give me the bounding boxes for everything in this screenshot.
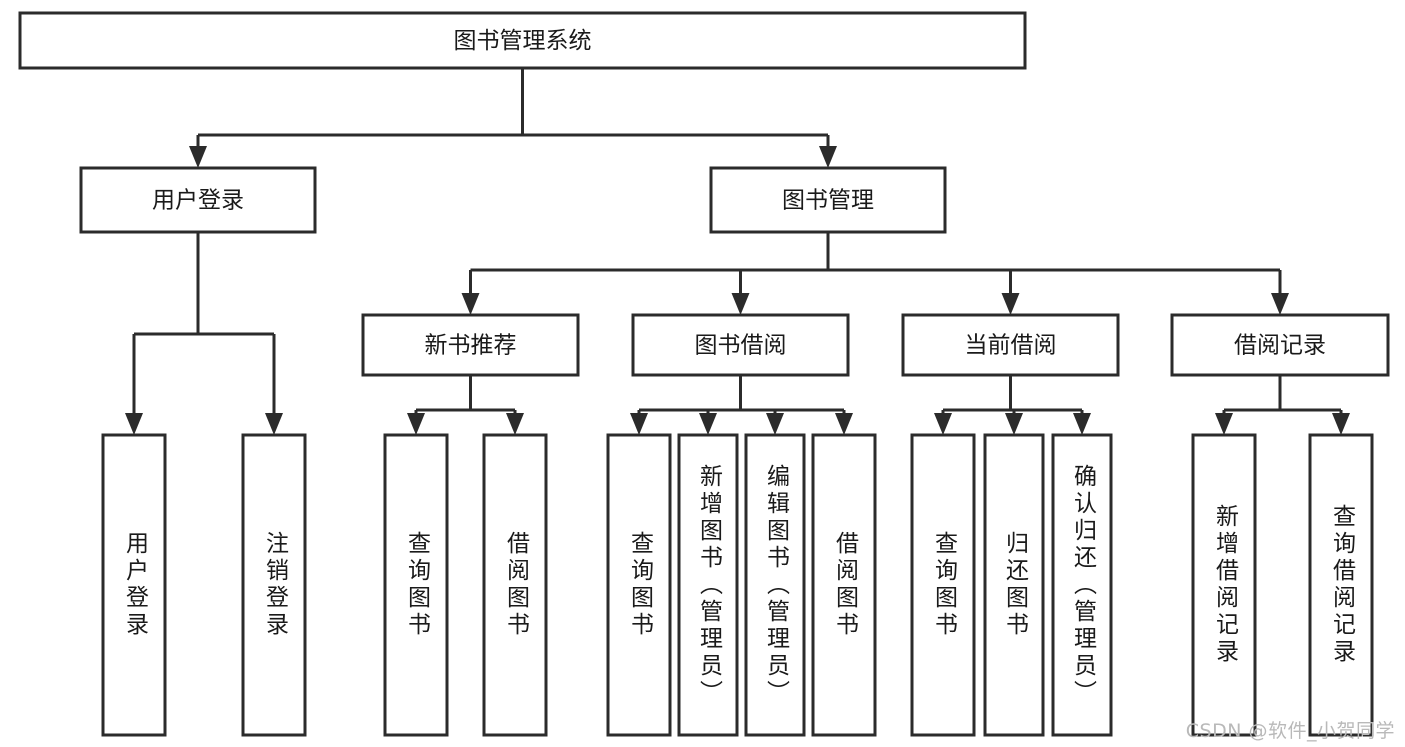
node-label-borrow-record: 借阅记录 [1234, 333, 1326, 359]
node-box-leaf-add-borrow-record [1191, 433, 1257, 737]
arrow-to-leaf-book-borrow-3 [835, 413, 853, 435]
arrow-to-leaf-book-borrow-0 [630, 413, 648, 435]
node-box-leaf-borrow-book-recommend [482, 433, 548, 737]
arrow-to-level3-0 [461, 293, 480, 315]
arrow-to-level2-0 [189, 146, 207, 168]
arrow-to-leaf-user-login-0 [125, 413, 143, 435]
arrow-to-leaf-borrow-record-1 [1332, 413, 1350, 435]
node-box-leaf-query-book-borrow [606, 433, 672, 737]
arrow-to-leaf-user-login-1 [265, 413, 283, 435]
edges-layer [125, 68, 1350, 435]
node-box-user-login [79, 166, 317, 234]
node-box-leaf-query-book-recommend [383, 433, 449, 737]
node-box-leaf-confirm-return [1051, 433, 1113, 737]
node-box-book-borrow [631, 313, 850, 377]
node-box-leaf-user-login [101, 433, 167, 737]
node-box-leaf-return-book [983, 433, 1045, 737]
arrow-to-leaf-current-borrow-2 [1073, 413, 1091, 435]
boxes-layer [18, 11, 1390, 737]
arrow-to-level3-3 [1271, 293, 1289, 315]
node-label-book-management: 图书管理 [782, 188, 874, 214]
node-box-leaf-edit-book [744, 433, 806, 737]
arrow-to-level3-2 [1001, 293, 1020, 315]
arrow-to-leaf-book-borrow-1 [699, 413, 717, 435]
node-box-borrow-record [1170, 313, 1390, 377]
node-box-leaf-add-book [677, 433, 739, 737]
arrow-to-leaf-current-borrow-1 [1005, 413, 1023, 435]
arrow-to-leaf-new-book-recommend-1 [506, 413, 524, 435]
watermark-text: CSDN @软件_小贺同学 [1185, 720, 1395, 742]
arrow-to-leaf-current-borrow-0 [934, 413, 952, 435]
node-box-leaf-query-borrow-record [1308, 433, 1374, 737]
node-box-root [18, 11, 1027, 70]
node-label-current-borrow: 当前借阅 [965, 333, 1057, 359]
node-label-user-login: 用户登录 [152, 188, 244, 214]
node-box-leaf-query-book-current [910, 433, 976, 737]
arrow-to-level2-1 [819, 146, 837, 168]
node-box-book-management [709, 166, 947, 234]
node-box-leaf-borrow-book [811, 433, 877, 737]
node-box-leaf-logout [241, 433, 307, 737]
arrow-to-leaf-book-borrow-2 [766, 413, 784, 435]
node-label-new-book-recommend: 新书推荐 [425, 333, 517, 359]
arrow-to-leaf-borrow-record-0 [1215, 413, 1233, 435]
node-box-new-book-recommend [361, 313, 580, 377]
node-label-root: 图书管理系统 [454, 28, 592, 54]
node-label-book-borrow: 图书借阅 [695, 333, 787, 359]
node-box-current-borrow [901, 313, 1120, 377]
arrow-to-leaf-new-book-recommend-0 [407, 413, 425, 435]
arrow-to-level3-1 [731, 293, 750, 315]
